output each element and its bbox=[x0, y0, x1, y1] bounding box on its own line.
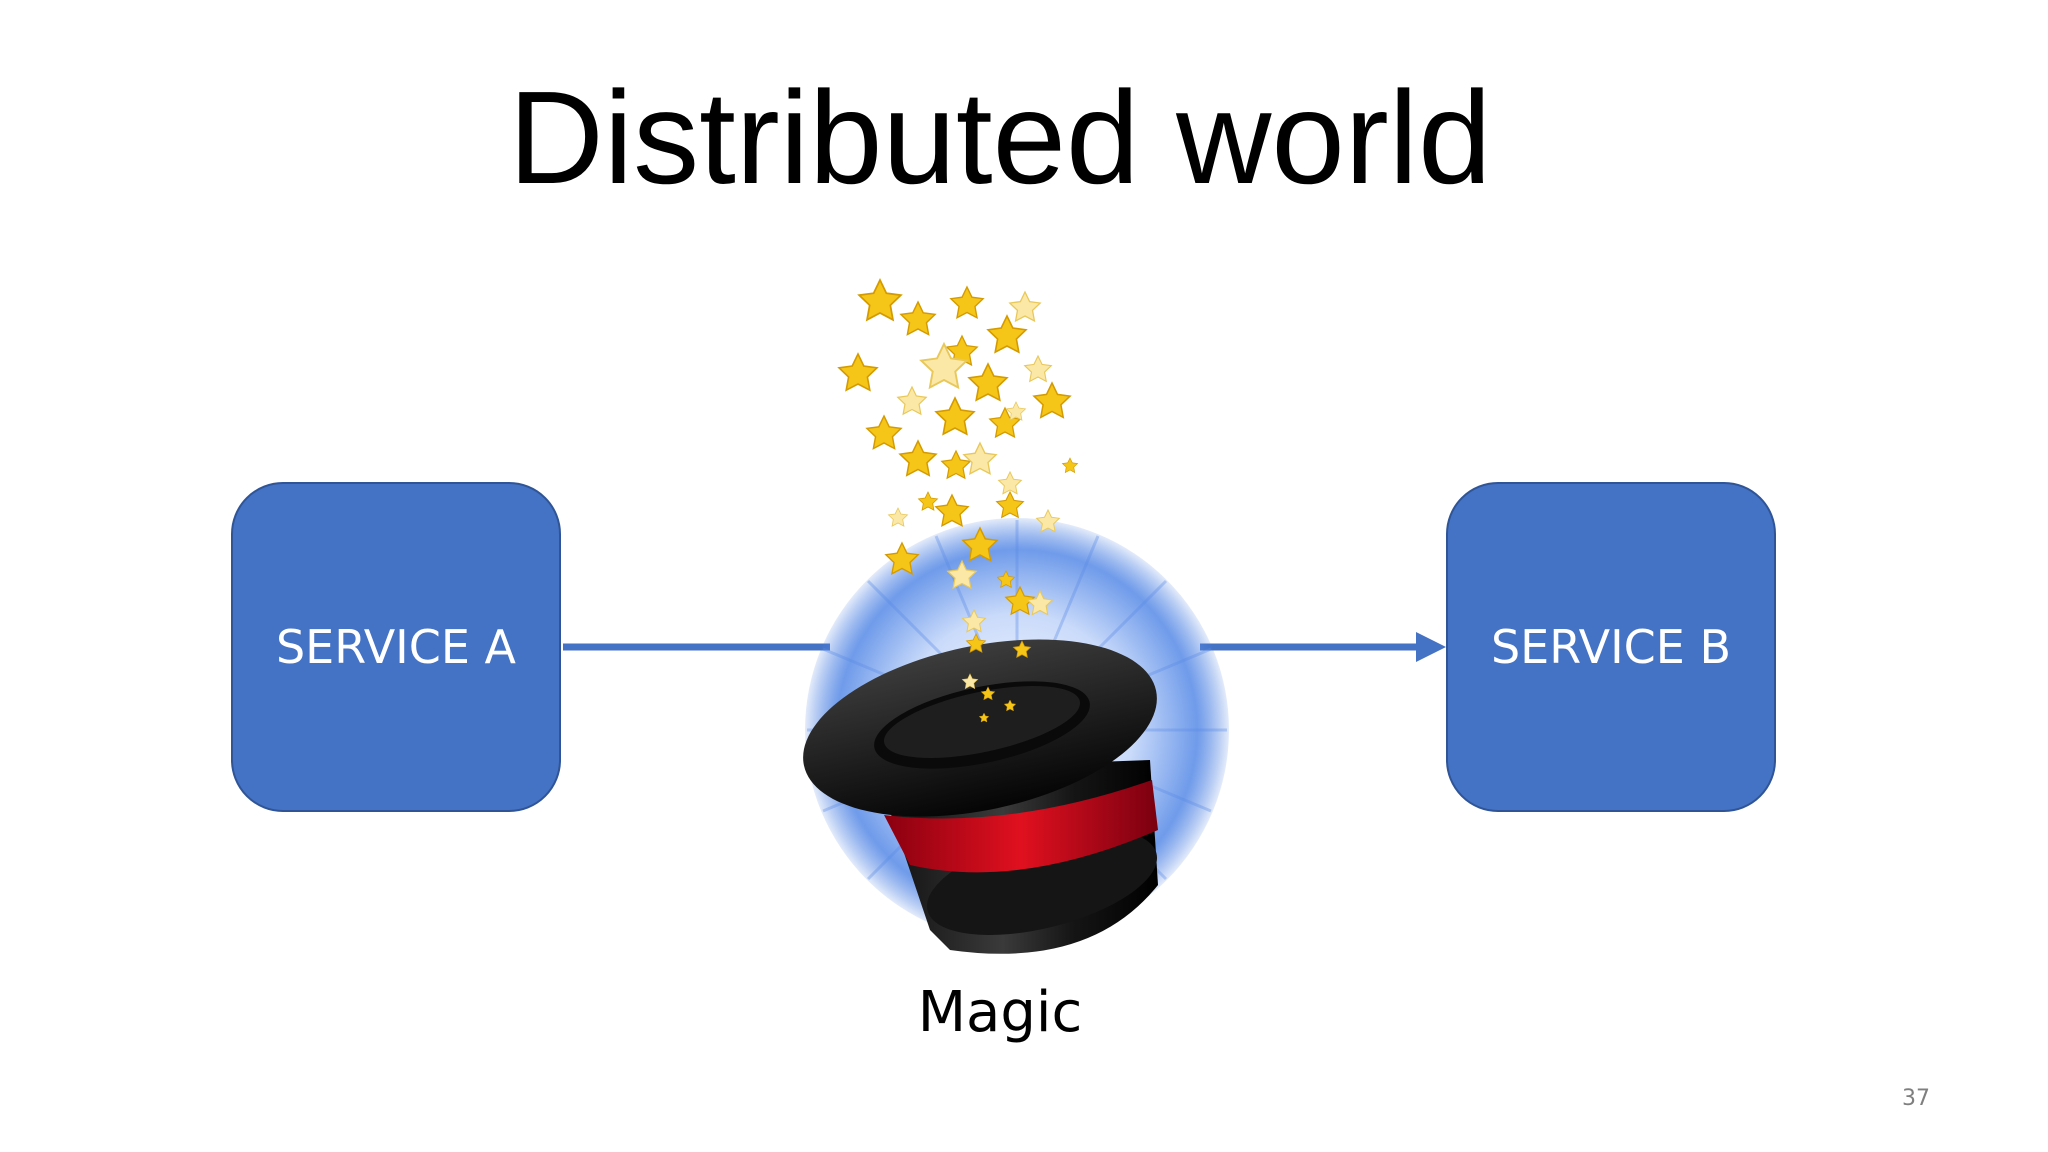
slide-title: Distributed world bbox=[508, 64, 1492, 211]
arrow-right-icon bbox=[1416, 632, 1446, 662]
page-number: 37 bbox=[1902, 1086, 1930, 1111]
magic-label: Magic bbox=[917, 980, 1083, 1045]
service-b-label: SERVICE B bbox=[1490, 620, 1732, 674]
service-a-box: SERVICE A bbox=[231, 482, 561, 812]
magic-top-hat-icon bbox=[803, 279, 1229, 954]
service-b-box: SERVICE B bbox=[1446, 482, 1776, 812]
service-a-label: SERVICE A bbox=[275, 620, 517, 674]
